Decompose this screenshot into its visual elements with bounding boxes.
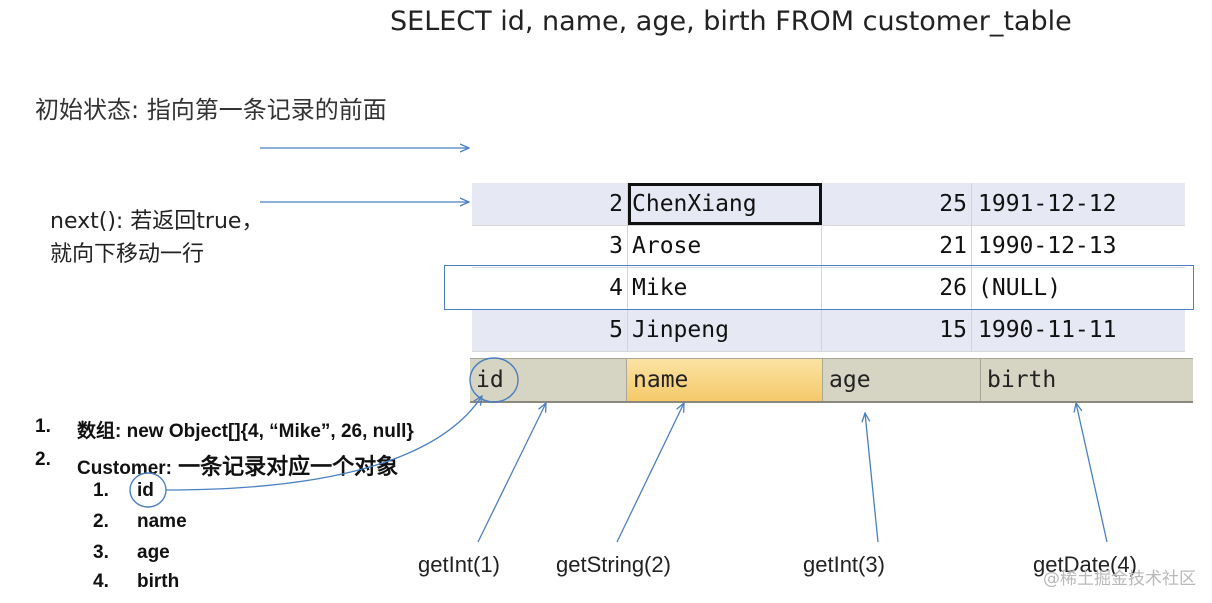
field-age: age <box>137 542 170 563</box>
cell-id[interactable]: 4 <box>472 267 628 309</box>
getstring2-arrow <box>616 403 684 543</box>
list-item-customer: 2. Customer: 一条记录对应一个对象 <box>35 449 505 479</box>
field-id: id <box>137 480 154 501</box>
next-note-line2: 就向下移动一行 <box>50 242 205 267</box>
cell-name[interactable]: Jinpeng <box>628 309 822 351</box>
sub-list-item: 2. name <box>93 511 253 537</box>
method-getstring-2: getString(2) <box>556 552 671 577</box>
table-row[interactable]: 3 Arose 21 1990-12-13 <box>472 225 1185 268</box>
column-header-age[interactable]: age <box>823 359 981 401</box>
current-row-highlight <box>444 265 1194 310</box>
list-item-array: 1. 数组: new Object[]{4, “Mike”, 26, null} <box>35 416 505 442</box>
cell-name[interactable]: Arose <box>628 225 822 267</box>
list-text: 一条记录对应一个对象 <box>172 454 399 479</box>
list-label: 数组 <box>77 421 116 442</box>
list-number: 4. <box>93 571 109 592</box>
column-header-bar: id name age birth <box>470 358 1193 403</box>
list-text: : new Object[]{4, “Mike”, 26, null} <box>115 421 414 442</box>
field-birth: birth <box>137 571 180 592</box>
cell-age[interactable]: 25 <box>822 183 972 225</box>
table-row[interactable]: 2 ChenXiang 25 1991-12-12 <box>472 183 1185 226</box>
column-header-name[interactable]: name <box>627 359 823 401</box>
cell-id[interactable]: 5 <box>472 309 628 351</box>
cell-birth[interactable]: 1990-12-13 <box>978 233 1117 259</box>
list-number: 1. <box>35 416 51 437</box>
list-number: 2. <box>35 449 51 470</box>
sql-statement: SELECT id, name, age, birth FROM custome… <box>390 6 1072 37</box>
column-header-birth[interactable]: birth <box>987 367 1057 393</box>
sub-list-item: 1. id <box>93 480 253 506</box>
cell-birth[interactable]: 1990-11-11 <box>978 317 1117 343</box>
id-link-curve <box>165 396 482 491</box>
column-header-id[interactable]: id <box>470 359 627 401</box>
field-name: name <box>137 511 187 532</box>
cell-birth[interactable]: 1991-12-12 <box>978 191 1117 217</box>
cell-age[interactable]: 26 <box>822 267 972 309</box>
cell-name-selected[interactable]: ChenXiang <box>628 183 822 225</box>
cell-id[interactable]: 3 <box>472 225 628 267</box>
getdate4-arrow <box>1076 403 1108 543</box>
getint1-arrow <box>477 403 546 543</box>
getint3-arrow <box>865 413 879 543</box>
initial-state-note: 初始状态: 指向第一条记录的前面 <box>35 96 387 124</box>
next-note-line1: next(): 若返回true， <box>50 209 264 234</box>
table-row[interactable]: 5 Jinpeng 15 1990-11-11 <box>472 309 1185 352</box>
list-label: Customer: <box>77 458 173 479</box>
method-getint-3: getInt(3) <box>803 552 885 577</box>
watermark: @稀土掘金技术社区 <box>1043 569 1196 589</box>
list-number: 3. <box>93 542 109 563</box>
sub-list-item: 3. age <box>93 542 253 568</box>
cell-id[interactable]: 2 <box>472 183 628 225</box>
sub-list-item: 4. birth <box>93 571 253 597</box>
method-getint-1: getInt(1) <box>418 552 500 577</box>
list-number: 2. <box>93 511 109 532</box>
method-getdate-4: getDate(4) <box>1033 552 1137 577</box>
list-number: 1. <box>93 480 109 501</box>
cell-age[interactable]: 15 <box>822 309 972 351</box>
cell-age[interactable]: 21 <box>822 225 972 267</box>
id-field-circle <box>129 472 167 508</box>
result-grid: 2 ChenXiang 25 1991-12-12 3 Arose 21 199… <box>472 183 1185 352</box>
cell-birth[interactable]: (NULL) <box>978 275 1062 301</box>
id-header-circle <box>469 357 519 403</box>
cell-name[interactable]: Mike <box>628 267 822 309</box>
